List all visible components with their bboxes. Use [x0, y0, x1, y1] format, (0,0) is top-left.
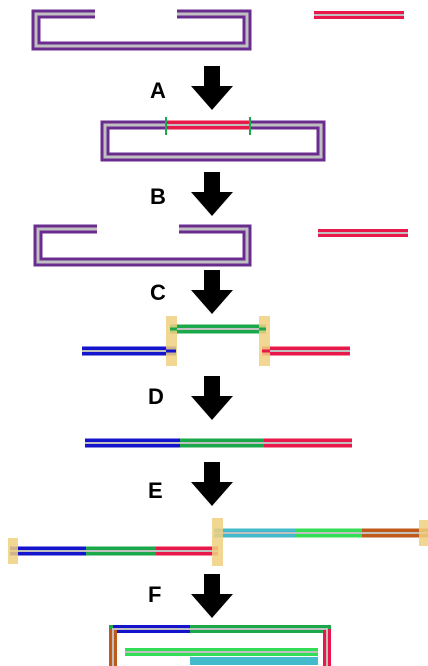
arrow-step-b	[191, 172, 233, 216]
arrow-step-f	[191, 574, 233, 618]
overlap-right	[259, 316, 270, 366]
step-label-e: E	[148, 478, 163, 503]
row-7-circular-product	[109, 625, 331, 666]
arrow-step-e	[191, 462, 233, 506]
row-4-fragments	[82, 316, 350, 366]
row-1-open-vector	[31, 9, 252, 51]
step-label-c: C	[150, 280, 166, 305]
row-3-open-vector	[33, 224, 252, 267]
step-label-d: D	[148, 384, 164, 409]
step-label-a: A	[150, 78, 166, 103]
arrow-step-d	[191, 376, 233, 420]
open-vector-left-arm	[31, 9, 252, 51]
step-label-f: F	[148, 582, 161, 607]
step-label-b: B	[150, 184, 166, 209]
overlap-left	[166, 316, 177, 366]
row-2-recombinant-vector	[100, 117, 326, 162]
row-6-fragments	[8, 518, 428, 566]
arrow-step-c	[191, 270, 233, 314]
arrow-step-a	[191, 66, 233, 110]
